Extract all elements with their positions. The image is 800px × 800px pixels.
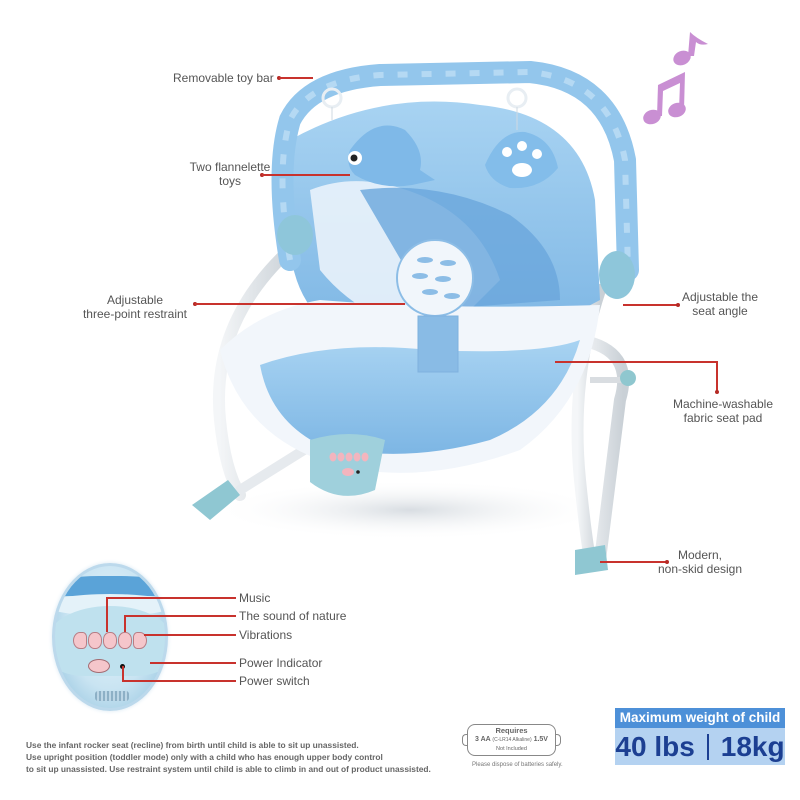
usage-note-line: Use upright position (toddler mode) only… (26, 752, 383, 762)
power-switch[interactable] (88, 659, 110, 673)
battery-detail: (C-LR14 Alkaline) (492, 737, 532, 743)
control-label-power-switch: Power switch (239, 674, 310, 688)
music-button[interactable] (88, 632, 102, 649)
battery-spec: 3 AA (C-LR14 Alkaline) 1.5V (468, 735, 555, 745)
feature-label-toys: Two flannelette toys (188, 160, 272, 188)
feature-label-line: seat angle (692, 304, 748, 318)
usage-note-line: to sit up unassisted. Use restraint syst… (26, 764, 431, 774)
usage-note: Use the infant rocker seat (recline) fro… (26, 739, 466, 775)
callout-line (279, 77, 313, 79)
callout-line (106, 597, 236, 599)
feature-label-line: three-point restraint (82, 307, 188, 321)
battery-disposal-note: Please dispose of batteries safely. (472, 762, 563, 768)
feature-label-line: non-skid design (657, 562, 743, 576)
battery-type: 3 AA (475, 736, 491, 743)
control-label-power-indicator: Power Indicator (239, 656, 323, 670)
callout-line (150, 662, 236, 664)
feature-label-line: Machine-washable (672, 397, 774, 411)
control-label-music: Music (239, 591, 271, 605)
callout-dot (715, 390, 719, 394)
callout-line (106, 598, 108, 632)
callout-line (623, 304, 678, 306)
callout-line (262, 174, 350, 176)
feature-label-line: Adjustable the (681, 290, 759, 304)
battery-title: Requires (495, 726, 528, 735)
feature-label-seat-angle: Adjustable the seat angle (680, 290, 760, 318)
max-weight-badge: Maximum weight of child 40 lbs 18kg (615, 708, 785, 765)
callout-line (124, 615, 236, 617)
feature-label-non-skid: Modern, non-skid design (650, 548, 750, 576)
control-panel-inset (52, 563, 168, 711)
callout-line (716, 361, 718, 391)
callout-line (600, 561, 667, 563)
battery-included: Not Included (496, 746, 527, 752)
max-weight-values: 40 lbs 18kg (615, 728, 785, 765)
feature-label-line: Two flannelette (189, 160, 271, 174)
music-notes-icon (643, 32, 708, 125)
speaker-grill (95, 691, 129, 701)
control-label-nature: The sound of nature (239, 609, 347, 623)
max-weight-lbs: 40 lbs (615, 730, 695, 762)
callout-line (124, 616, 126, 632)
feature-label-restraint: Adjustable three-point restraint (75, 293, 195, 321)
control-label-vibrations: Vibrations (239, 628, 293, 642)
callout-dot (665, 560, 669, 564)
feature-label-line: Modern, (677, 548, 723, 562)
callout-line (144, 634, 236, 636)
callout-dot (676, 303, 680, 307)
callout-line (122, 666, 124, 680)
max-weight-kg: 18kg (720, 730, 785, 762)
inset-fabric (55, 576, 165, 596)
battery-icon: Requires 3 AA (C-LR14 Alkaline) 1.5V Not… (462, 724, 561, 756)
vibration-button[interactable] (118, 632, 132, 649)
usage-note-line: Use the infant rocker seat (recline) fro… (26, 740, 359, 750)
feature-label-seat-pad: Machine-washable fabric seat pad (668, 397, 778, 425)
rocker-product-image (192, 60, 639, 575)
prev-button[interactable] (73, 632, 87, 649)
feature-label-line: fabric seat pad (683, 411, 763, 425)
callout-line (195, 303, 405, 305)
max-weight-header: Maximum weight of child (615, 708, 785, 728)
callout-line (555, 361, 718, 363)
feature-label-line: toys (218, 174, 241, 188)
nature-sound-button[interactable] (103, 632, 117, 649)
next-button[interactable] (133, 632, 147, 649)
divider (706, 733, 709, 760)
feature-label-line: Adjustable (106, 293, 164, 307)
feature-label-toy-bar: Removable toy bar (173, 71, 274, 85)
battery-voltage: 1.5V (533, 736, 548, 743)
callout-line (122, 680, 236, 682)
